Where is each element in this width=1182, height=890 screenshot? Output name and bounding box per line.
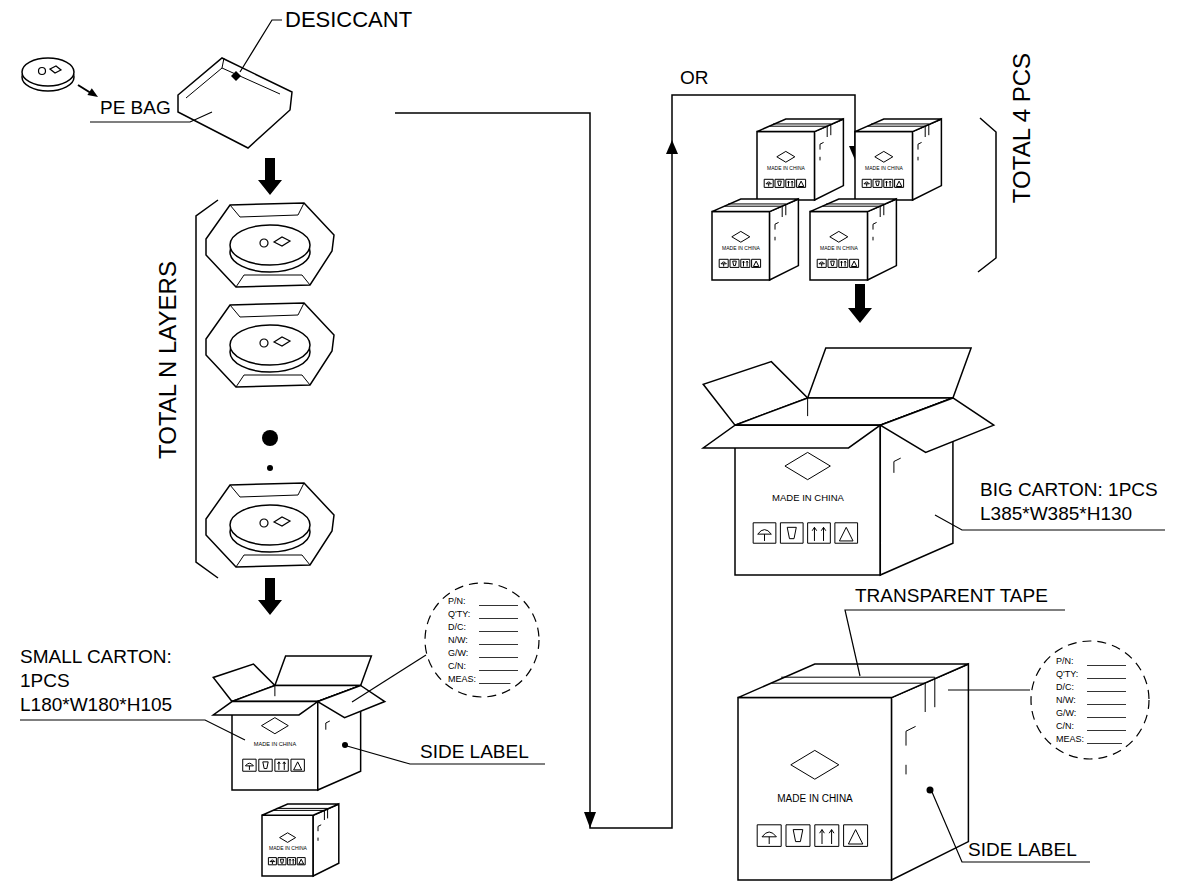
- dashed-circle: [424, 582, 540, 698]
- label-dot: [342, 742, 348, 748]
- label-field: Q'TY:: [1056, 669, 1078, 680]
- dashed-circle: [1030, 640, 1150, 760]
- carton-print: MADE IN CHINA: [772, 493, 844, 503]
- carton-spec: SMALL CARTON: 1PCS L180*W180*H105: [20, 645, 205, 716]
- small-carton-closed: [757, 119, 843, 200]
- big-carton-open: [703, 348, 994, 575]
- blank-line: [479, 631, 518, 632]
- side-label-circle: P/N: Q'TY: D/C: N/W: G/W: C/N: MEAS:: [424, 582, 540, 698]
- label-field: D/C:: [1056, 682, 1074, 693]
- label-field: MEAS:: [1056, 734, 1084, 745]
- part-name: SIDE LABEL: [968, 838, 1077, 862]
- blank-line: [479, 618, 518, 619]
- label-field: C/N:: [448, 661, 466, 672]
- carton-print: MADE IN CHINA: [865, 166, 903, 172]
- arrow-head: [666, 140, 678, 154]
- blank-line: [479, 683, 510, 684]
- blank-line: [1087, 730, 1126, 731]
- carton-print: MADE IN CHINA: [820, 246, 858, 252]
- desiccant: [231, 71, 241, 81]
- label-field: MEAS:: [448, 674, 476, 685]
- quantity-note: TOTAL 4 PCS: [1009, 53, 1035, 203]
- flow-arrow: [258, 158, 282, 195]
- leader-line: [352, 655, 426, 702]
- blank-line: [1087, 665, 1126, 666]
- label-field: G/W:: [1056, 708, 1076, 719]
- leader-line: [845, 610, 1065, 676]
- leader-line: [240, 20, 282, 72]
- part-name: DESICCANT: [285, 6, 412, 34]
- bagged-reel: [206, 203, 334, 287]
- small-carton-closed: [855, 119, 941, 200]
- carton-print: MADE IN CHINA: [722, 246, 760, 252]
- carton-spec: BIG CARTON: 1PCS L385*W385*H130: [980, 478, 1175, 526]
- carton-print: MADE IN CHINA: [777, 793, 853, 804]
- label-field: C/N:: [1056, 721, 1074, 732]
- leader-line: [932, 792, 1090, 862]
- bracket: [978, 118, 996, 272]
- big-carton-closed: [738, 664, 968, 880]
- quantity-note: TOTAL N LAYERS: [155, 261, 181, 459]
- part-name: PE BAG: [100, 96, 171, 120]
- leader-line: [20, 720, 245, 740]
- carton-print: MADE IN CHINA: [767, 166, 805, 172]
- bagged-reel: [206, 303, 334, 387]
- blank-line: [479, 644, 518, 645]
- small-carton-closed: [262, 804, 339, 876]
- blank-line: [479, 670, 518, 671]
- part-name: SIDE LABEL: [420, 740, 529, 764]
- small-carton-open: [213, 656, 385, 790]
- flow-arrow: [258, 578, 282, 615]
- blank-line: [1087, 717, 1126, 718]
- label-field: P/N:: [448, 596, 466, 607]
- dashed-circle-outline: [1031, 641, 1149, 759]
- blank-line: [479, 605, 518, 606]
- label-field: Q'TY:: [448, 609, 470, 620]
- small-arrow: [78, 85, 98, 97]
- blank-line: [479, 657, 518, 658]
- side-label-circle: P/N: Q'TY: D/C: N/W: G/W: C/N: MEAS:: [1030, 640, 1150, 760]
- coin: [22, 58, 74, 91]
- label-field: N/W:: [1056, 695, 1076, 706]
- route-note: OR: [680, 66, 709, 90]
- blank-line: [1087, 704, 1126, 705]
- blank-line: [1087, 743, 1122, 744]
- label-field: P/N:: [1056, 656, 1074, 667]
- small-carton-closed: [810, 199, 896, 280]
- carton-print: MADE IN CHINA: [269, 846, 307, 852]
- ellipsis-dot: [267, 465, 273, 471]
- label-field: D/C:: [448, 622, 466, 633]
- arrow-head: [584, 812, 596, 828]
- label-field: N/W:: [448, 635, 468, 646]
- ellipsis-dot: [262, 430, 278, 446]
- blank-line: [1087, 691, 1126, 692]
- label-field: G/W:: [448, 648, 468, 659]
- leader-line: [948, 689, 1030, 690]
- carton-print: MADE IN CHINA: [254, 741, 296, 747]
- flow-arrow: [848, 284, 872, 323]
- bracket: [196, 200, 218, 578]
- bagged-reel: [206, 483, 334, 567]
- dashed-circle-outline: [425, 583, 539, 697]
- blank-line: [1087, 678, 1126, 679]
- small-carton-closed: [712, 199, 798, 280]
- pe-bag: [178, 58, 292, 148]
- part-name: TRANSPARENT TAPE: [855, 584, 1048, 608]
